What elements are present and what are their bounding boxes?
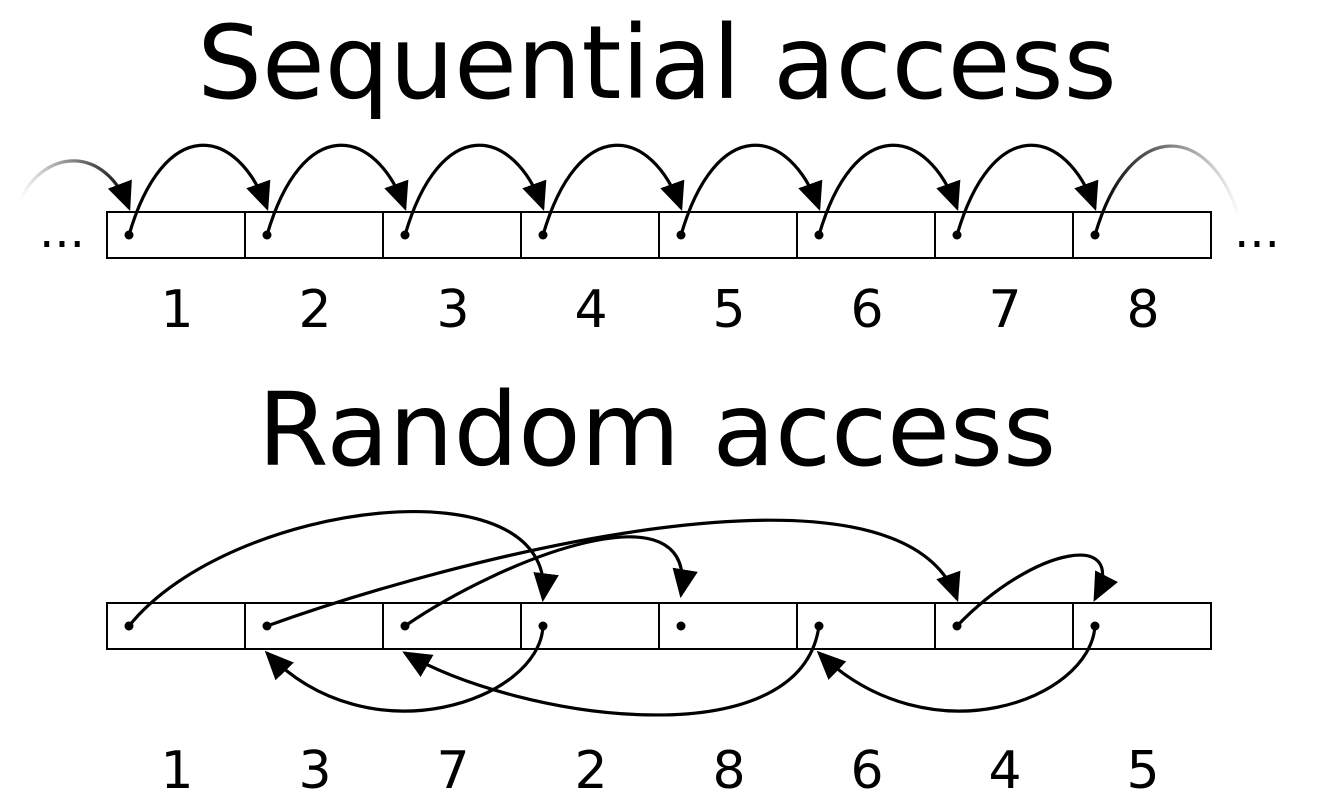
sequential-title: Sequential access — [197, 4, 1117, 123]
sequential-leading-ellipsis: ... — [39, 203, 85, 259]
random-arrow — [264, 625, 545, 713]
incoming-arrow — [18, 159, 132, 211]
random-label: 3 — [298, 741, 331, 801]
random-label: 4 — [988, 741, 1021, 801]
sequential-pointer-dot — [1090, 230, 1100, 240]
random-arrow — [955, 553, 1118, 628]
sequential-arrow — [265, 143, 409, 236]
sequential-pointer-dot — [952, 230, 962, 240]
sequential-arrow — [127, 143, 271, 236]
random-arrow — [402, 625, 821, 717]
sequential-cell — [796, 211, 936, 259]
random-title: Random access — [258, 371, 1056, 490]
random-arrow — [404, 535, 698, 628]
random-arrow — [816, 625, 1097, 713]
random-label: 8 — [712, 741, 745, 801]
random-pointer-dot — [262, 621, 272, 631]
outgoing-arrow — [1093, 144, 1240, 236]
sequential-arrow — [955, 143, 1099, 236]
random-pointer-dot — [1090, 621, 1100, 631]
random-pointer-dot — [814, 621, 824, 631]
random-pointer-dot — [952, 621, 962, 631]
random-access-group — [106, 510, 1212, 717]
sequential-label: 8 — [1126, 280, 1159, 340]
random-label: 6 — [850, 741, 883, 801]
sequential-access-group — [18, 143, 1240, 259]
sequential-label: 2 — [298, 280, 331, 340]
sequential-label: 7 — [988, 280, 1021, 340]
random-pointer-dot — [676, 621, 686, 631]
sequential-label: 3 — [436, 280, 469, 340]
sequential-label: 6 — [850, 280, 883, 340]
sequential-pointer-dot — [538, 230, 548, 240]
sequential-label: 4 — [574, 280, 607, 340]
sequential-pointer-dot — [814, 230, 824, 240]
random-labels: 1 3 7 2 8 6 4 5 — [160, 741, 1159, 801]
random-label: 5 — [1126, 741, 1159, 801]
random-label: 7 — [436, 741, 469, 801]
sequential-labels: 1 2 3 4 5 6 7 8 — [160, 280, 1159, 340]
sequential-label: 1 — [160, 280, 193, 340]
sequential-arrow — [403, 143, 547, 236]
random-label: 1 — [160, 741, 193, 801]
random-arrow — [266, 518, 961, 628]
sequential-pointer-dot — [262, 230, 272, 240]
random-label: 2 — [574, 741, 607, 801]
sequential-pointer-dot — [676, 230, 686, 240]
sequential-pointer-dot — [124, 230, 134, 240]
random-pointer-dot — [400, 621, 410, 631]
random-pointer-dot — [124, 621, 134, 631]
sequential-arrow — [541, 143, 685, 236]
sequential-trailing-ellipsis: ... — [1234, 203, 1280, 259]
sequential-label: 5 — [712, 280, 745, 340]
sequential-arrow — [817, 143, 961, 236]
random-pointer-dot — [538, 621, 548, 631]
sequential-arrow — [679, 143, 823, 236]
sequential-pointer-dot — [400, 230, 410, 240]
